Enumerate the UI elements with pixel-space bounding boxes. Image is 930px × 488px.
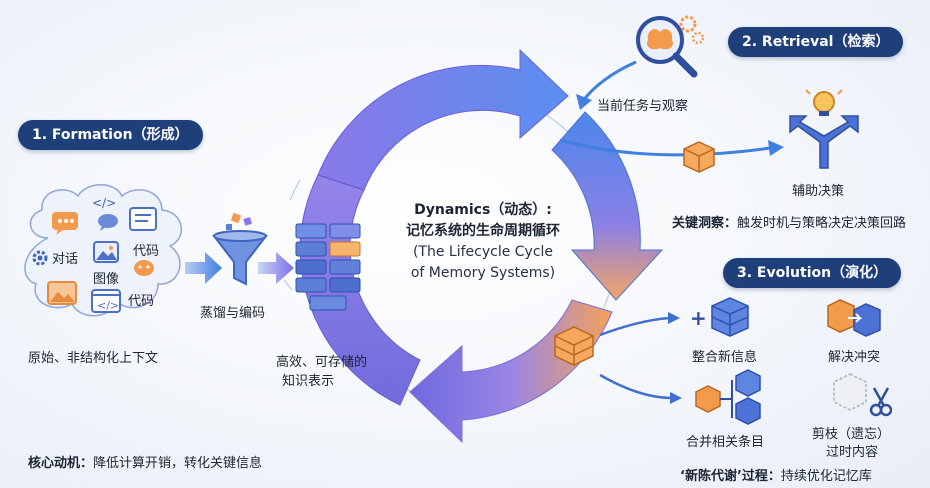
code-tag-icon-small: </> <box>92 196 116 210</box>
cloud-label-image: 图像 <box>93 272 120 287</box>
center-title-line1: Dynamics（动态）: <box>414 202 552 218</box>
core-motivation-text: 降低计算开销，转化关键信息 <box>93 456 263 471</box>
picture-icon <box>93 241 119 263</box>
evolution-title-pill: 3. Evolution（演化） <box>723 258 902 288</box>
landscape-image-icon <box>47 281 77 305</box>
core-motivation: 核心动机：降低计算开销，转化关键信息 <box>28 452 262 471</box>
metabolism-process: ‘新陈代谢’过程：持续优化记忆库 <box>680 465 872 484</box>
query-label: 当前任务与观察 <box>597 99 689 114</box>
prune-label-line2: 过时内容 <box>826 445 879 460</box>
document-icon <box>129 207 157 231</box>
arc-right <box>551 111 664 301</box>
cloud-label-code-2: 代码 <box>128 294 155 309</box>
key-insight: 关键洞察：触发时机与策略决定决策回路 <box>672 212 906 231</box>
integrate-label: 整合新信息 <box>692 350 758 365</box>
retrieved-memory-cube <box>683 141 715 173</box>
gear-icon <box>32 250 48 266</box>
evolving-memory-cube <box>554 326 594 366</box>
cloud-label-code-1: 代码 <box>133 244 160 259</box>
formation-title-pill: 1. Formation（形成） <box>18 120 203 150</box>
chat-bubble-icon <box>52 212 78 235</box>
key-insight-key: 关键洞察： <box>672 216 738 231</box>
storage-label-line1: 高效、可存储的 <box>276 355 368 370</box>
resolve-conflict-icon <box>827 299 881 337</box>
prune-label-line1: 剪枝（遗忘） <box>812 427 891 442</box>
metabolism-key: ‘新陈代谢’过程： <box>680 469 781 484</box>
merge-label: 合并相关条目 <box>686 435 765 450</box>
arc-top <box>317 48 569 191</box>
storage-label-line2: 知识表示 <box>282 374 335 389</box>
prune-scissors-icon <box>833 373 892 417</box>
center-title-line4: of Memory Systems) <box>410 265 556 281</box>
svg-text:</>: </> <box>92 196 116 210</box>
metabolism-text: 持续优化记忆库 <box>780 469 872 484</box>
brain-magnifier-icon <box>636 15 705 78</box>
flow-evolve-merge <box>599 373 673 400</box>
message-icon <box>98 214 118 231</box>
funnel-icon <box>211 212 269 286</box>
flow-cloud-to-funnel <box>185 252 222 284</box>
raw-context-label: 原始、非结构化上下文 <box>28 351 159 366</box>
center-title-line2: 记忆系统的生命周期循环 <box>406 223 560 239</box>
flow-evolve-integrate <box>599 316 671 337</box>
key-insight-text: 触发时机与策略决定决策回路 <box>737 216 907 231</box>
flow-cycle-to-decision <box>559 138 771 157</box>
merge-entries-icon <box>695 369 761 425</box>
flow-funnel-to-storage <box>258 252 294 284</box>
retrieval-title-pill: 2. Retrieval（检索） <box>728 27 904 57</box>
core-motivation-key: 核心动机： <box>28 456 94 471</box>
decision-label: 辅助决策 <box>792 184 845 199</box>
lightbulb-decision-icon <box>789 89 859 169</box>
emoji-bubble-icon <box>134 260 154 276</box>
center-title-line3: (The Lifecycle Cycle <box>412 244 554 260</box>
distill-encode-label: 蒸馏与编码 <box>200 306 266 321</box>
code-window-icon: </> <box>91 289 121 313</box>
knowledge-store-cubes <box>295 223 361 311</box>
arc-bottom <box>409 299 613 444</box>
cycle-center-title: Dynamics（动态）: 记忆系统的生命周期循环 (The Lifecycle… <box>368 200 598 284</box>
cloud-label-dialog: 对话 <box>52 252 79 267</box>
resolve-label: 解决冲突 <box>828 350 881 365</box>
svg-text:</>: </> <box>97 299 119 312</box>
plus-icon: + <box>690 306 707 330</box>
integrate-cube-icon <box>711 297 749 337</box>
